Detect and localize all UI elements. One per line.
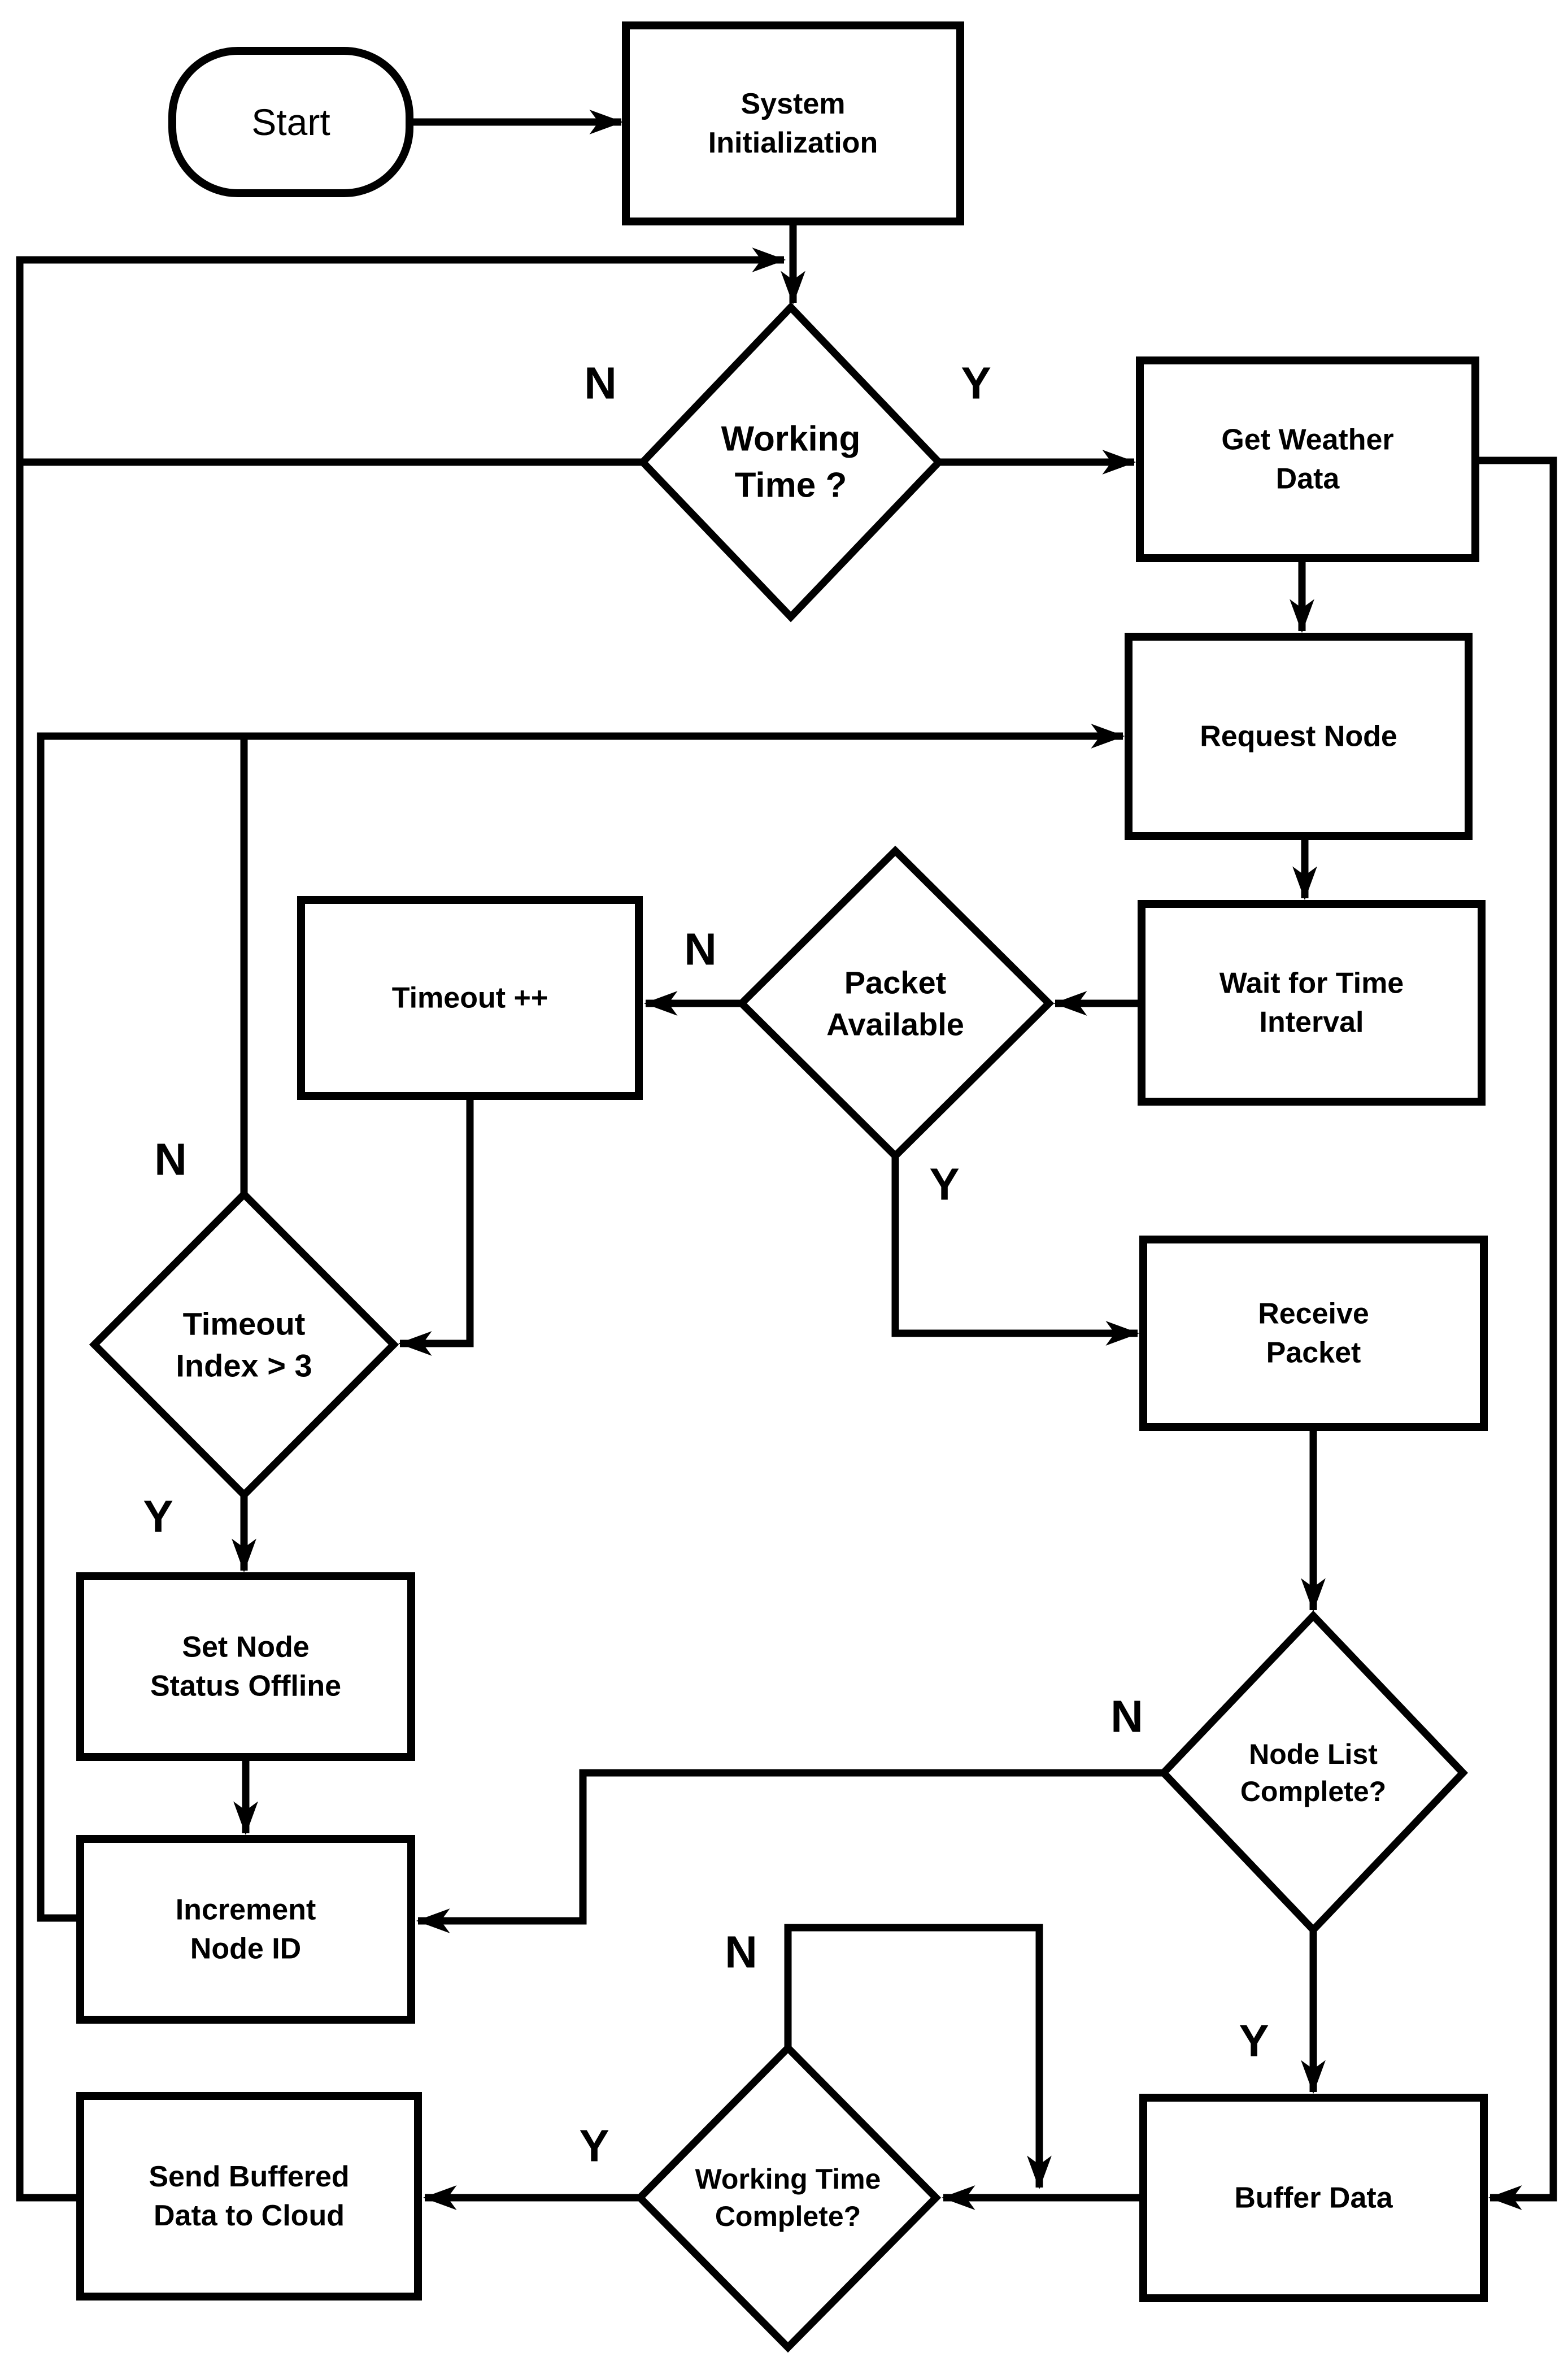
node-start: Start	[168, 47, 413, 197]
node-label: Start	[251, 101, 330, 143]
edge-wtc-n-loop	[784, 1924, 1052, 2190]
node-req: Request Node	[1125, 633, 1473, 840]
process-box	[1138, 900, 1486, 1106]
process-box	[622, 21, 964, 225]
branch-label-y-wt-y-to-gwd: Y	[961, 358, 991, 408]
branch-label-n-pa-n-to-timeout: N	[684, 924, 717, 975]
node-label: Timeout ++	[392, 982, 548, 1015]
edge-incr-to-req	[37, 724, 1125, 1922]
edge-pa-y-to-recv	[891, 1156, 1140, 1346]
branch-label-y-wtc-y-to-send: Y	[579, 2121, 609, 2171]
node-label: Buffer Data	[1234, 2182, 1393, 2215]
edge-timeout-to-ti3	[398, 1096, 474, 1356]
branch-label-y-nlc-y-to-buf: Y	[1239, 2016, 1269, 2066]
decision-diamond	[736, 845, 1055, 1162]
branch-label-n-wt-n-join: N	[584, 358, 617, 408]
decision-diamond	[638, 302, 944, 623]
decision-diamond	[634, 2042, 942, 2353]
branch-label-n-wtc-n-loop: N	[725, 1927, 757, 1977]
process-box	[1139, 2094, 1488, 2302]
process-box	[1139, 1236, 1488, 1431]
process-box	[76, 2092, 422, 2301]
terminator-shape	[168, 47, 413, 197]
decision-diamond	[89, 1189, 399, 1501]
branch-label-y-ti3-y-to-setoff: Y	[143, 1491, 173, 1542]
edge-send-loop-top	[16, 247, 786, 2202]
node-label: Request Node	[1200, 720, 1397, 753]
decision-diamond	[1158, 1610, 1468, 1936]
process-box	[76, 1572, 415, 1761]
branch-label-y-pa-y-to-recv: Y	[929, 1159, 959, 1210]
node-timeout: Timeout ++	[297, 896, 643, 1100]
process-box	[1125, 633, 1473, 840]
branch-label-n-ti3-n-up: N	[154, 1134, 187, 1185]
process-box	[1136, 356, 1479, 562]
node-buf: Buffer Data	[1139, 2094, 1488, 2302]
edge-nlc-n-to-incr	[416, 1769, 1164, 1933]
process-box	[76, 1835, 415, 2024]
edge-gwd-to-buf-loop	[1475, 456, 1557, 2210]
process-box	[297, 896, 643, 1100]
branch-label-n-nlc-n-to-incr: N	[1110, 1691, 1143, 1742]
